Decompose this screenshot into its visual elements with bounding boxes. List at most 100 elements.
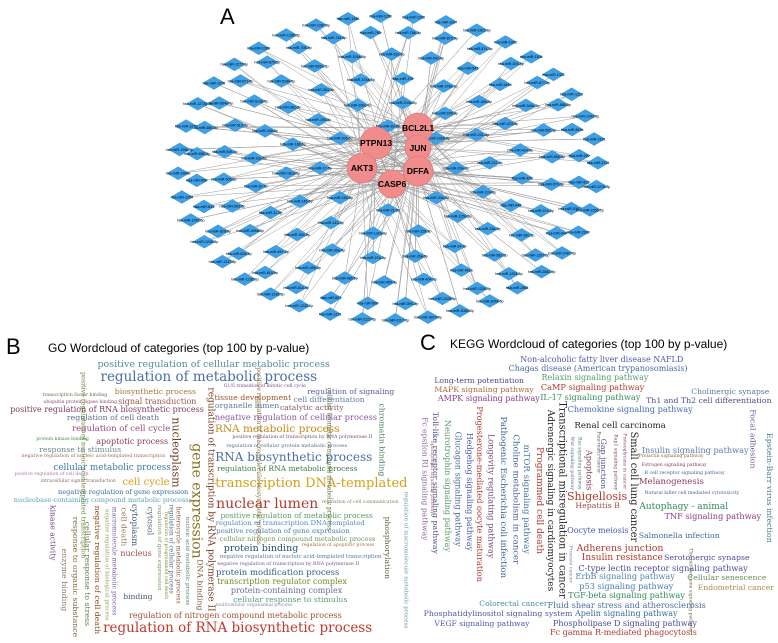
mirna-node: hsa-miR-451a <box>450 264 473 277</box>
wordcloud-term: cytoplasm <box>131 504 139 546</box>
mirna-node: hsa-miR-513a-5p <box>240 95 268 108</box>
mirna-label: hsa-miR-1252-5p <box>177 218 205 222</box>
network-edge <box>418 128 544 130</box>
wordcloud-term: Choline metabolism in cancer <box>511 434 520 564</box>
mirna-node: hsa-miR-2392 <box>567 226 590 239</box>
mirna-label: hsa-miR-32-5p <box>244 184 268 188</box>
wordcloud-term: Neurotrophin signaling pathway <box>443 420 451 552</box>
mirna-label: hsa-miR-616-5p <box>283 286 309 290</box>
mirna-node: hsa-miR-708-5p <box>286 41 312 54</box>
mirna-node: hsa-miR-3127-5p <box>349 312 377 325</box>
mirna-label: hsa-miR-625-5p <box>226 252 252 256</box>
mirna-node: hsa-miR-607 <box>320 291 342 304</box>
mirna-node: hsa-miR-375 <box>392 72 414 85</box>
mirna-node: hsa-miR-552-3p <box>531 123 557 136</box>
wordcloud-term: Prolactin signaling pathway <box>638 455 703 460</box>
wordcloud-term: negative regulation of biological proces… <box>103 509 108 620</box>
mirna-label: hsa-miR-655-3p <box>184 152 210 156</box>
mirna-label: hsa-miR-671-5p <box>228 79 254 83</box>
wordcloud-term: positive regulation of transcription by … <box>232 436 372 441</box>
wordcloud-term: negative regulation of gene expression <box>58 489 188 496</box>
wordcloud-term: chromatin binding <box>378 403 386 476</box>
wordcloud-term: response to stimulus <box>39 446 121 454</box>
mirna-node: hsa-miR-1247-5p <box>209 255 237 268</box>
mirna-node: hsa-miR-1233-3p <box>285 299 313 312</box>
mirna-label: hsa-miR-29a-3p <box>443 166 469 170</box>
mirna-node: hsa-miR-892a <box>561 123 584 136</box>
mirna-label: hsa-miR-1291 <box>369 14 392 18</box>
wordcloud-term: AMPK signaling pathway <box>438 395 540 403</box>
mirna-label: hsa-miR-1287-5p <box>302 24 330 28</box>
wordcloud-term: macromolecule metabolic process <box>110 507 116 616</box>
mirna-label: hsa-miR-1343-3p <box>571 114 599 118</box>
wordcloud-term: regulation of transcription by RNA polym… <box>206 387 215 611</box>
mirna-node: hsa-miR-582-5p <box>482 249 508 262</box>
hub-label: DFFA <box>407 166 429 176</box>
mirna-node: hsa-miR-1287-5p <box>302 19 330 32</box>
mirna-node: hsa-miR-27a-3p <box>360 251 386 264</box>
mirna-node: hsa-miR-641 <box>193 200 215 213</box>
wordcloud-term: Fc epsilon RI signaling pathway <box>421 417 429 540</box>
mirna-label: hsa-miR-31-5p <box>259 211 283 215</box>
wordcloud-term: Hepatitis B <box>575 502 620 510</box>
wordcloud-term: regulation of gene expression <box>155 505 161 591</box>
mirna-node: hsa-miR-2113 <box>587 156 609 169</box>
mirna-node: hsa-miR-873-5p <box>432 32 458 45</box>
wordcloud-term: TGF-beta signaling pathway <box>568 591 685 599</box>
mirna-label: hsa-miR-760 <box>360 31 381 35</box>
mirna-label: hsa-miR-744-5p <box>321 36 347 40</box>
wordcloud-term: regulation of RNA metabolic process <box>217 465 357 473</box>
wordcloud-term: heterocycle metabolic process <box>175 507 181 604</box>
mirna-label: hsa-miR-876-5p <box>498 62 524 66</box>
mirna-node: hsa-miR-574-5p <box>528 204 554 217</box>
network-edge <box>180 143 376 149</box>
wordcloud-term: Estrogen signaling pathway <box>642 464 707 469</box>
mirna-label: hsa-miR-26a-5p <box>402 255 428 259</box>
mirna-label: hsa-miR-2392 <box>567 231 590 235</box>
wordcloud-term: intracellular signal transduction <box>41 480 116 485</box>
mirna-node: hsa-miR-520a-3p <box>301 59 329 72</box>
mirna-label: hsa-miR-3064-5p <box>476 299 504 303</box>
hub-gene-akt3: AKT3 <box>347 153 377 183</box>
kegg-wordcloud: ShigellosisTranscriptional misregulation… <box>420 355 774 638</box>
mirna-node: hsa-miR-1289 <box>337 12 360 25</box>
wordcloud-term: MAPK signaling pathway <box>434 386 533 394</box>
mirna-node: hsa-miR-526b-3p <box>338 50 366 63</box>
mirna-label: hsa-miR-892a <box>561 128 584 132</box>
mirna-label: hsa-miR-195-5p <box>305 118 331 122</box>
wordcloud-term: Salmonella infection <box>639 532 720 540</box>
mirna-label: hsa-miR-1275 <box>203 81 226 85</box>
mirna-label: hsa-miR-1277-5p <box>221 63 249 67</box>
mirna-label: hsa-miR-766-3p <box>395 31 421 35</box>
mirna-label: hsa-miR-1280 <box>247 47 270 51</box>
wordcloud-term: regulation of programmed cell death <box>162 511 167 599</box>
mirna-label: hsa-miR-497-5p <box>263 250 289 254</box>
wordcloud-term: nucleic acid metabolic process <box>183 516 189 605</box>
wordcloud-term: RNA metabolic process <box>215 424 340 435</box>
wordcloud-term: nucleobase-containing compound metabolic… <box>14 497 189 504</box>
wordcloud-term: Phospholipase D signaling pathway <box>553 620 697 628</box>
wordcloud-term: Fluid shear stress and atherosclerosis <box>548 601 706 609</box>
mirna-label: hsa-miR-675-5p <box>254 61 280 65</box>
mirna-node: hsa-miR-2467-3p <box>548 246 576 259</box>
mirna-node: hsa-miR-21-5p <box>376 204 400 217</box>
mirna-label: hsa-miR-495-3p <box>295 266 321 270</box>
mirna-node: hsa-miR-2682-5p <box>528 265 556 278</box>
mirna-label: hsa-miR-17-5p <box>308 166 332 170</box>
wordcloud-term: protein-containing complex <box>231 587 342 595</box>
wordcloud-term: protein kinase binding <box>36 438 89 443</box>
wordcloud-term: Colorectal cancer <box>479 600 547 608</box>
mirna-label: hsa-miR-516b-5p <box>268 79 296 83</box>
mirna-label: hsa-miR-485-5p <box>332 276 358 280</box>
wordcloud-term: Small cell lung cancer <box>628 432 638 543</box>
wordcloud-term: VEGF signaling pathway <box>434 620 529 628</box>
wordcloud-term: Insulin resistance <box>582 554 663 563</box>
mirna-node: hsa-miR-363-3p <box>308 83 334 96</box>
mirna-label: hsa-miR-429 <box>512 176 533 180</box>
mirna-label: hsa-miR-454-3p <box>411 278 437 282</box>
mirna-label: hsa-miR-600 <box>357 302 378 306</box>
mirna-label: hsa-miR-1249-3p <box>190 240 218 244</box>
mirna-label: hsa-miR-944 <box>546 231 567 235</box>
mirna-label: hsa-miR-1297 <box>435 20 458 24</box>
wordcloud-term: Endometrial cancer <box>698 584 774 592</box>
